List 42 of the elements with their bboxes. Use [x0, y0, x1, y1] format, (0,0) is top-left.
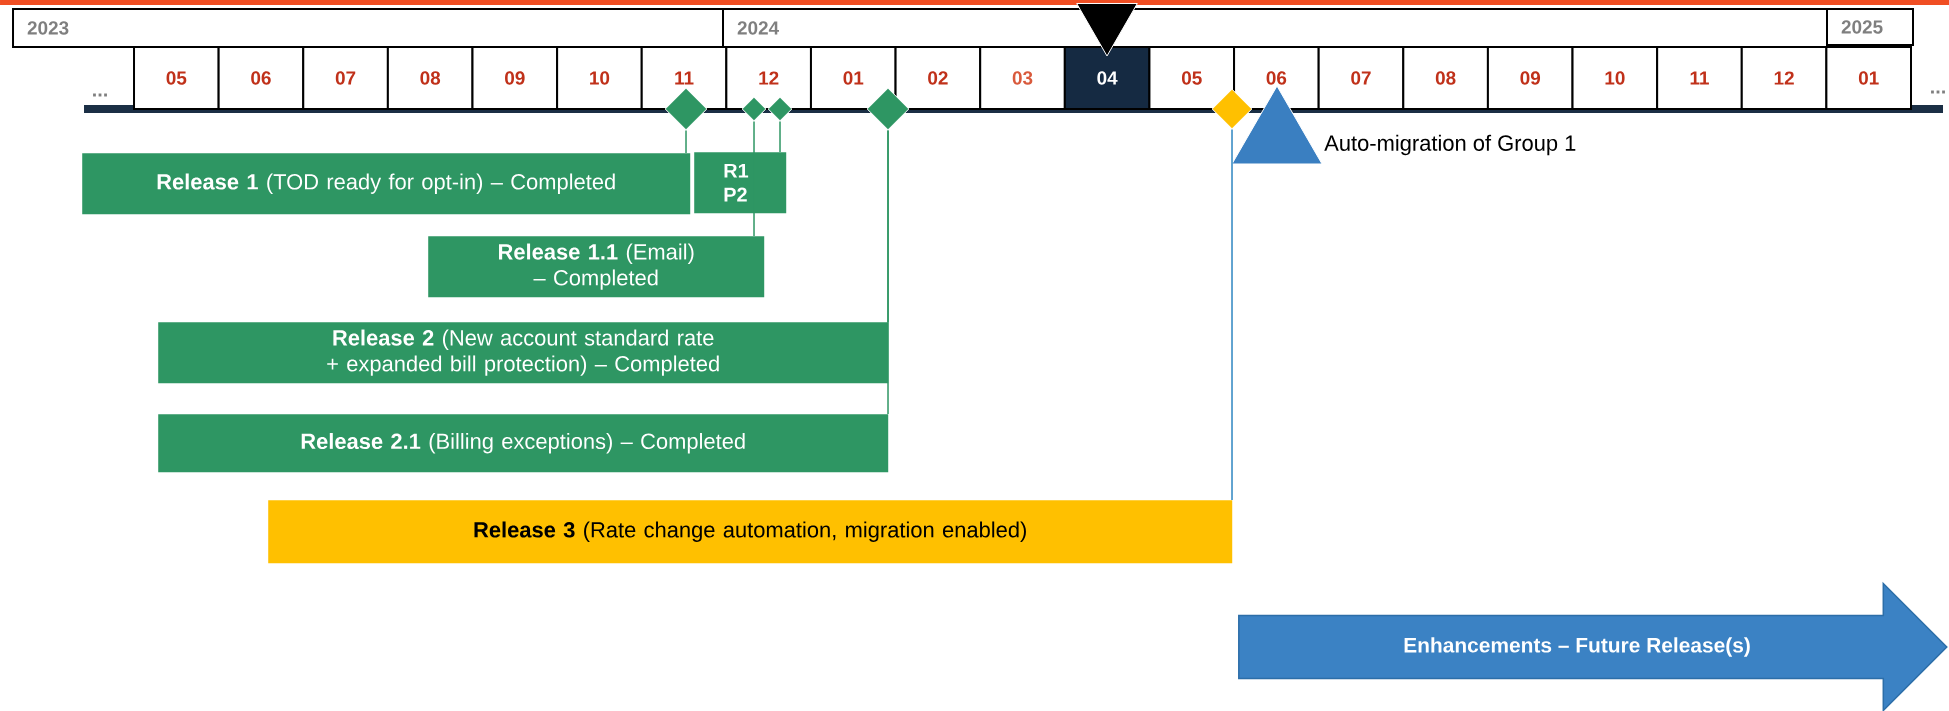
month-box: 08 [1402, 46, 1489, 110]
month-box: 05 [1148, 46, 1236, 110]
release-bar: Release 2.1 (Billing exceptions) – Completed [158, 414, 889, 473]
year-box: 2025 [1826, 8, 1914, 46]
leader-line [887, 129, 889, 415]
month-box: 07 [302, 46, 389, 110]
month-box: 11 [640, 46, 728, 110]
leader-line [753, 120, 755, 237]
month-box: 11 [1656, 46, 1743, 110]
current-month-marker [1076, 3, 1138, 57]
milestone-diamond [767, 96, 793, 122]
month-box: 12 [1740, 46, 1828, 110]
leader-line [779, 120, 781, 153]
milestone-diamond [1211, 88, 1253, 130]
leader-line [1231, 128, 1233, 501]
annotation-text: Auto-migration of Group 1 [1324, 134, 1576, 156]
release-bar: Release 2 (New account standard rate + expanded bill protection) – Completed [158, 322, 889, 384]
ellipsis: ... [93, 93, 107, 97]
release-bar: Release 1 (TOD ready for opt-in) – Completed [82, 153, 691, 215]
release-tag: R1 P2 [694, 152, 787, 214]
month-box: 08 [386, 46, 474, 110]
milestone-diamond [664, 87, 708, 131]
month-box: 06 [1233, 46, 1320, 110]
month-box: 05 [133, 46, 220, 110]
release-bar: Release 1.1 (Email) – Completed [428, 236, 765, 298]
month-box: 03 [979, 46, 1066, 110]
month-box: 09 [471, 46, 559, 110]
milestone-diamond [741, 96, 767, 122]
month-box: 10 [556, 46, 643, 110]
ellipsis: ... [1931, 90, 1945, 94]
month-box: 02 [894, 46, 982, 110]
release-bar: Release 3 (Rate change automation, migration enabled) [268, 500, 1233, 564]
month-box: 09 [1486, 46, 1574, 110]
month-box: 01 [1825, 46, 1912, 110]
leader-line [685, 129, 687, 154]
month-box: 01 [809, 46, 897, 110]
month-box: 04 [1063, 46, 1151, 110]
milestone-diamond [866, 87, 910, 131]
month-box: 10 [1571, 46, 1659, 110]
month-box: 06 [217, 46, 305, 110]
month-box: 07 [1317, 46, 1405, 110]
month-box: 12 [725, 46, 812, 110]
